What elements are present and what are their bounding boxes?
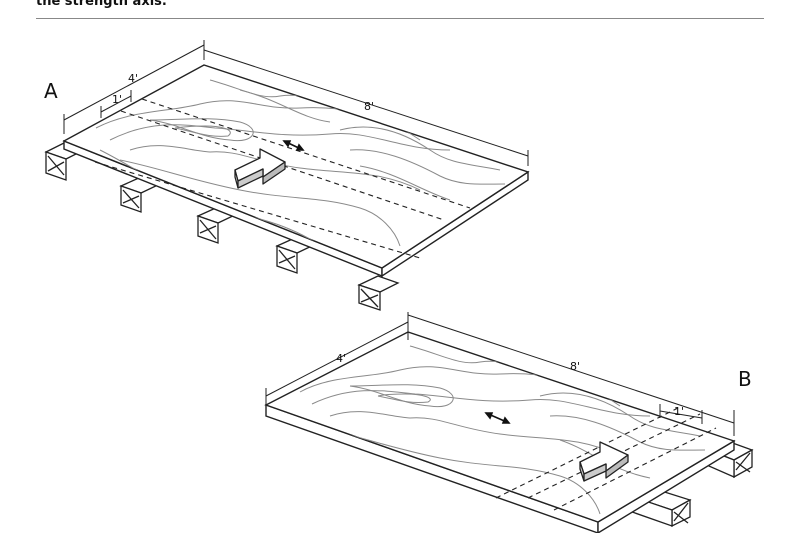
panel-b-strength-arrow	[579, 441, 629, 482]
panel-a-joist-lines	[94, 98, 471, 259]
panel-a-label: A	[44, 79, 58, 103]
panel-b-grain-arrow	[484, 412, 511, 424]
panel-a-strength-arrow	[234, 148, 286, 189]
panel-b-label: B	[738, 367, 752, 391]
joist-a5	[357, 275, 400, 311]
panel-b-spacing-dimension: 1'	[674, 405, 684, 418]
panel-a-sheet	[62, 64, 530, 278]
panel-a: A 4' 8' 1'	[44, 40, 530, 311]
panel-b-dimensions	[265, 312, 735, 436]
panel-b-width-dimension: 4'	[336, 352, 346, 365]
panel-a-dimensions	[63, 40, 529, 166]
panel-a-spacing-dimension: 1'	[112, 93, 122, 106]
caption-fragment: the strength axis.	[36, 0, 167, 9]
panel-b-length-dimension: 8'	[570, 360, 580, 373]
panel-b-sheet	[264, 331, 736, 533]
panel-a-grain-arrow	[282, 140, 305, 151]
panel-a-length-dimension: 8'	[364, 100, 374, 113]
panel-b-joist-lines	[495, 407, 717, 511]
panel-a-width-dimension: 4'	[128, 72, 138, 85]
panel-a-joists	[44, 142, 400, 311]
panel-b: B 4' 8' 1'	[264, 312, 754, 533]
caption-divider	[36, 18, 764, 19]
